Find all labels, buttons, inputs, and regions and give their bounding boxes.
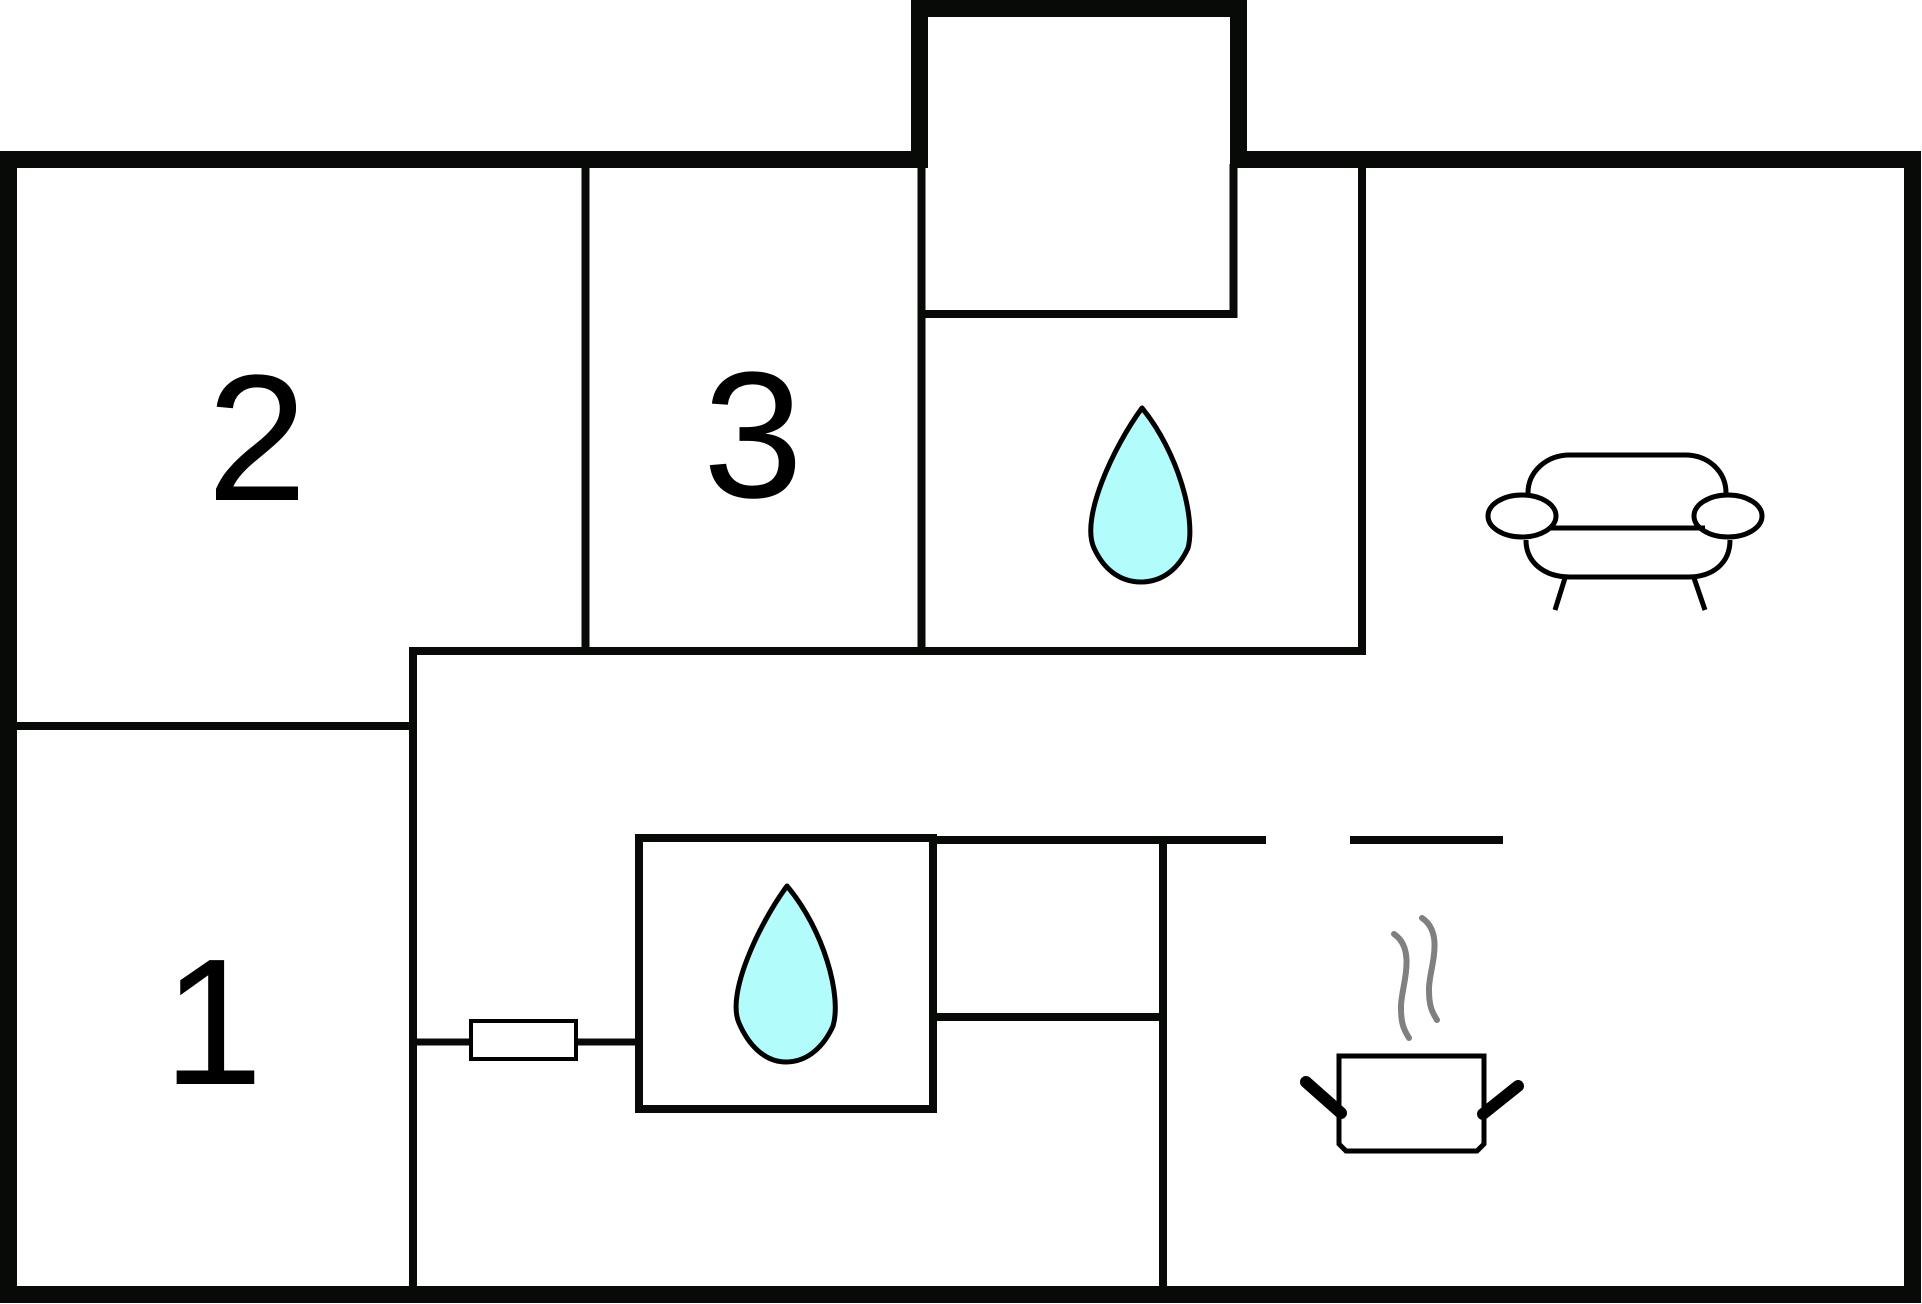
sofa-back (1525, 452, 1729, 494)
wall-lower-bath (635, 834, 937, 1113)
interior-walls (13, 164, 1503, 1290)
steam-icon (1419, 915, 1440, 1023)
room-label-1: 1 (163, 922, 263, 1123)
sofa-arm-left (1485, 492, 1559, 540)
water-drop-icon (1088, 405, 1193, 585)
cooking-pot-icon (1300, 915, 1524, 1154)
steam-icon (1391, 931, 1412, 1041)
sofa-icon (1485, 452, 1765, 611)
pot-handle-right (1477, 1080, 1524, 1120)
pot-body (1336, 1053, 1487, 1154)
wall-bump-box (917, 164, 1238, 318)
heater-icon (469, 1019, 578, 1061)
room-label-2: 2 (207, 338, 307, 539)
sofa-legs (1552, 577, 1708, 611)
sofa-arm-right (1691, 492, 1765, 540)
room-label-3: 3 (703, 335, 803, 536)
water-drop-icon (733, 883, 838, 1065)
sofa-base (1523, 539, 1733, 580)
pot-handle-left (1300, 1076, 1347, 1119)
